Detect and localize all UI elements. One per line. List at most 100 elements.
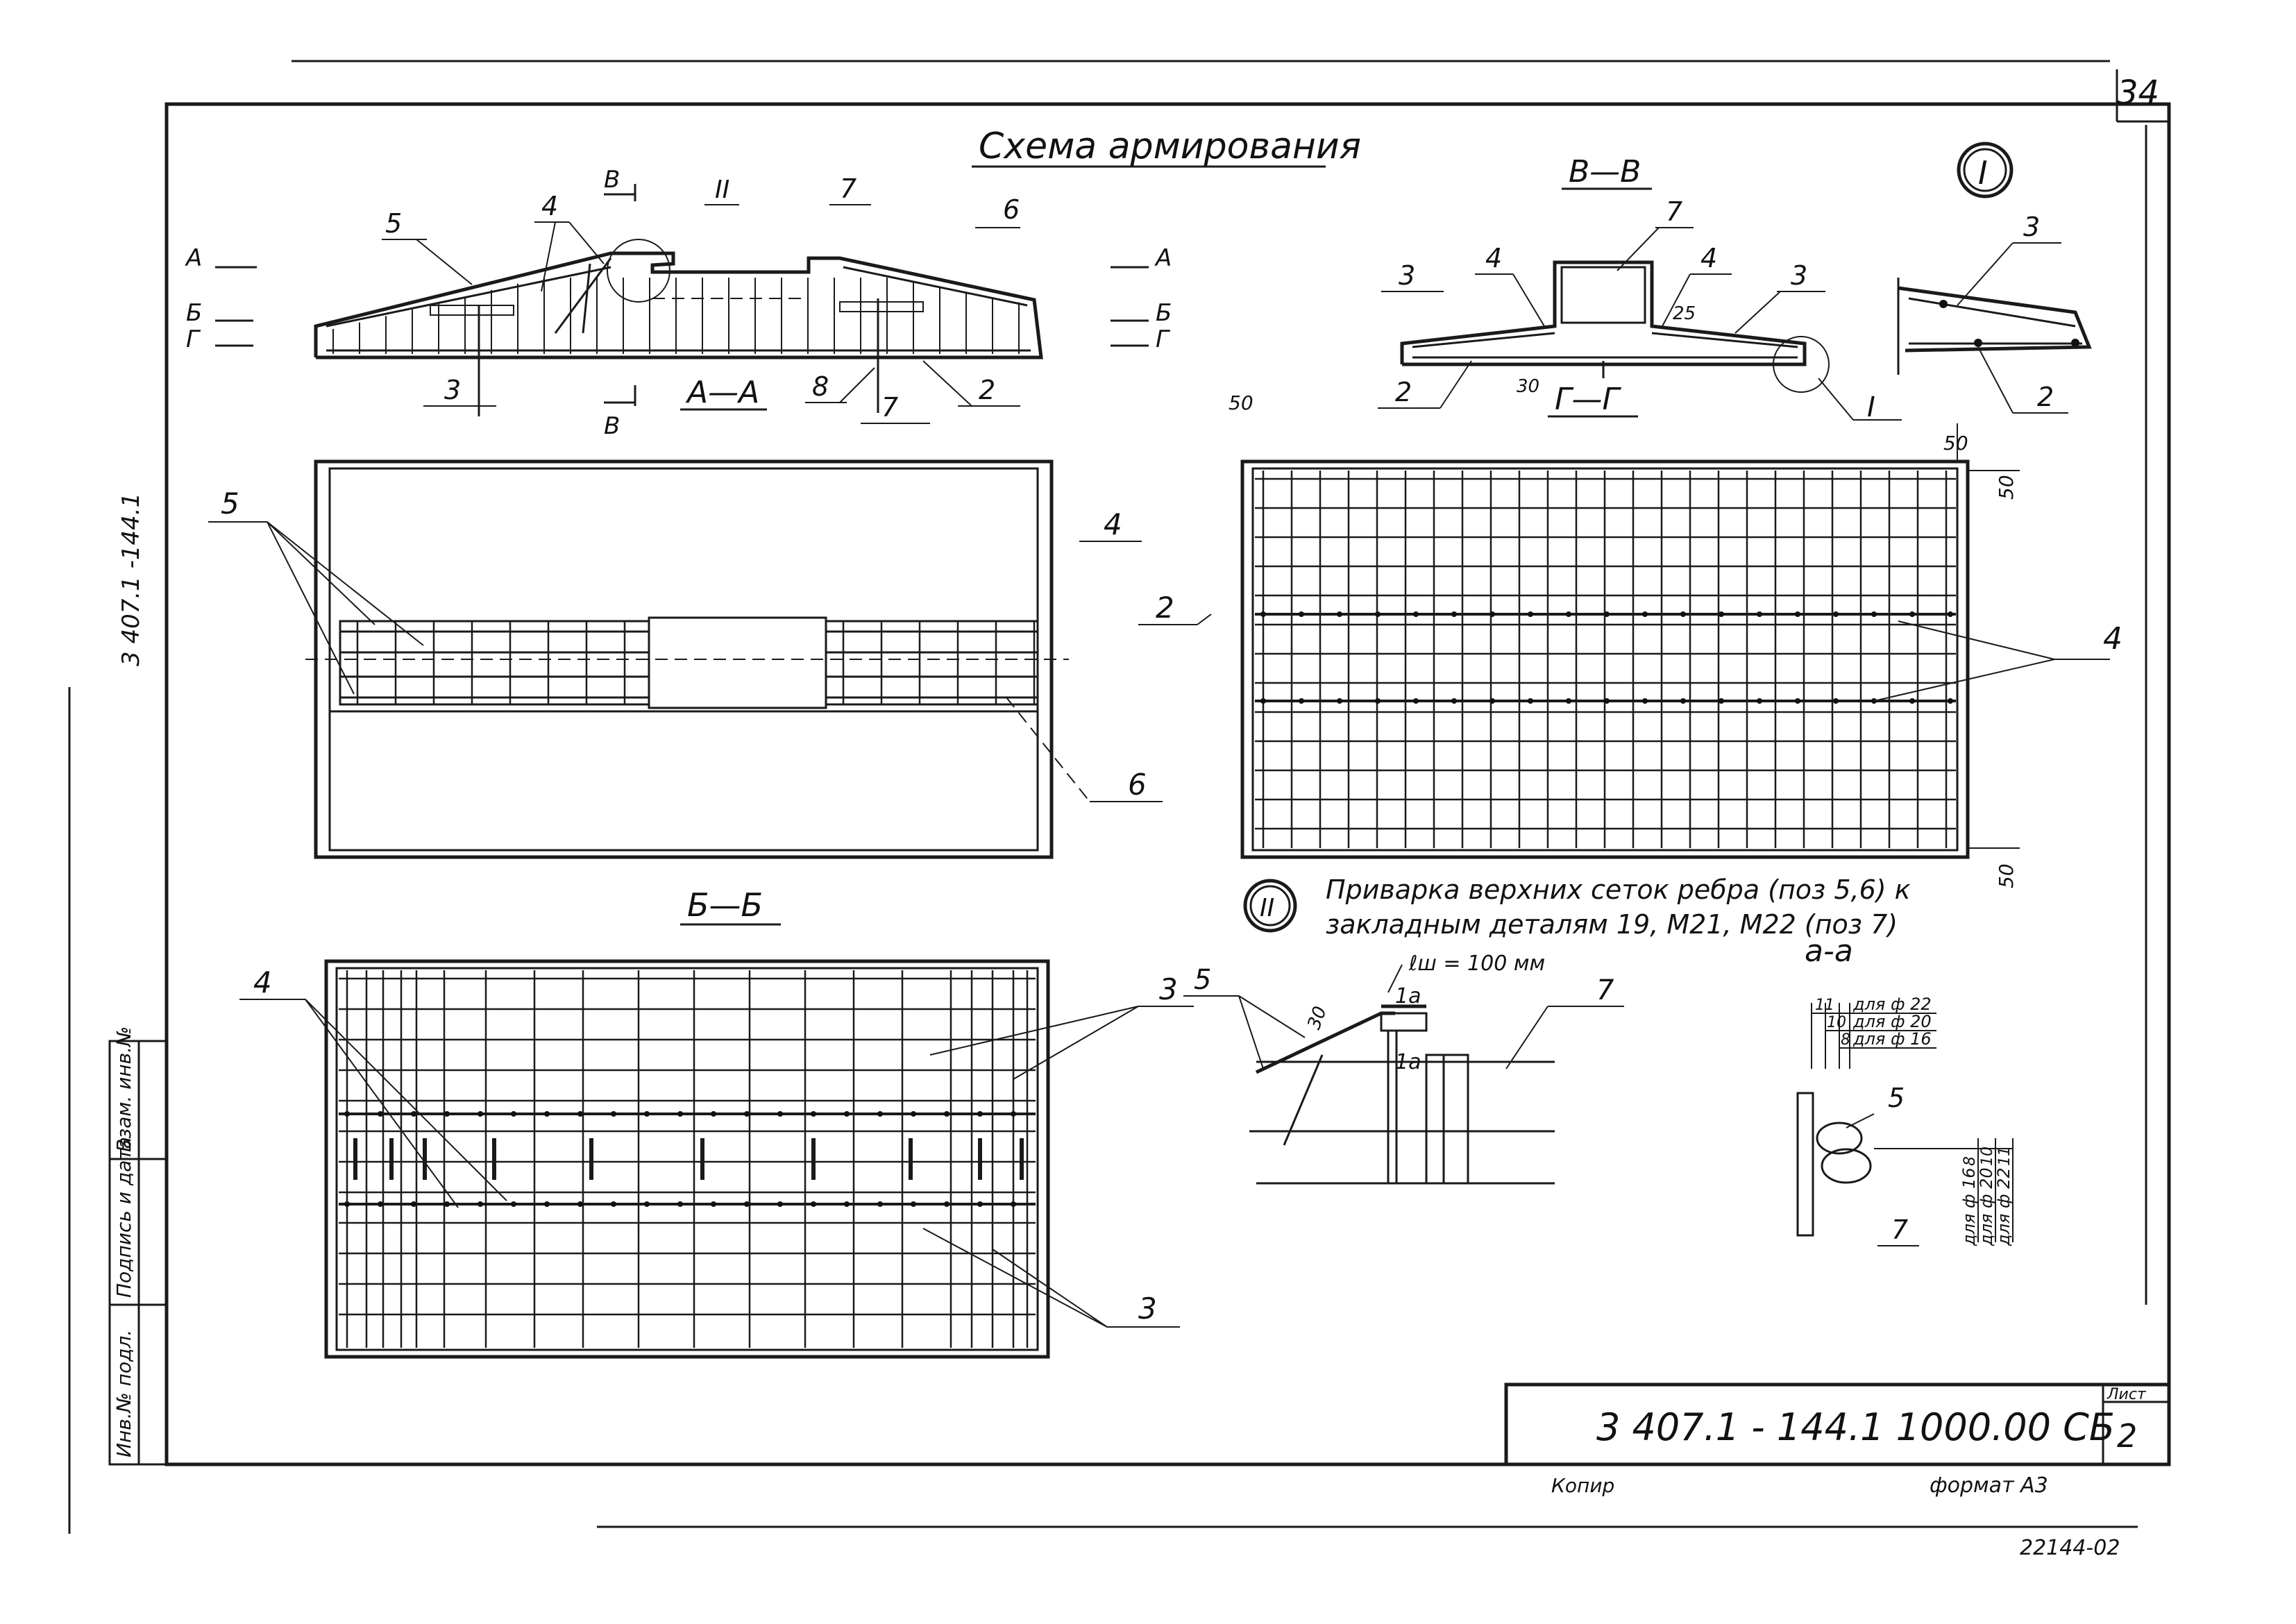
rebar-dot — [811, 1201, 816, 1207]
rebar-dot — [1909, 698, 1915, 704]
plan-view — [305, 459, 1069, 859]
drawing-title: Схема армирования — [979, 126, 1361, 167]
rebar-dot — [1833, 698, 1839, 704]
cut-a-right: А — [1154, 244, 1172, 272]
rebar-dot — [411, 1201, 416, 1207]
section-aa-caption: А—А — [685, 375, 759, 410]
rebar-dot — [444, 1201, 450, 1207]
cut-markers-left — [215, 184, 1149, 406]
dim-11-top: 11 — [1815, 997, 1834, 1014]
title-sheet-no: 2 — [2117, 1417, 2137, 1455]
rebar-dot — [344, 1111, 350, 1117]
pos-3-label-bb-top: 3 — [1159, 972, 1178, 1006]
rebar-dot — [611, 1111, 616, 1117]
rebar-dot — [1948, 698, 1953, 704]
rebar-dot — [944, 1201, 949, 1207]
rebar-dot — [1489, 611, 1495, 617]
rebar-dot — [1337, 611, 1342, 617]
la-label-top: 1а — [1395, 984, 1421, 1008]
dim-10-side: 10 — [1979, 1147, 1996, 1166]
rebar-dot — [1299, 698, 1304, 704]
dim-50-gg-side: 50 — [1995, 475, 2018, 500]
rebar-dot — [877, 1111, 883, 1117]
rebar-dot — [677, 1201, 683, 1207]
dim-25-vv: 25 — [1673, 303, 1696, 324]
cut-a-left: А — [185, 244, 202, 272]
rebar-dot — [1451, 611, 1457, 617]
pos-3-label-node-I: 3 — [2023, 212, 2040, 242]
rebar-dot — [1642, 698, 1648, 704]
title-block — [1504, 1382, 2171, 1466]
rebar-dot — [1489, 698, 1495, 704]
pos-8-label-aa: 8 — [812, 371, 829, 402]
rebar-dot — [1299, 611, 1304, 617]
pos-2-label-aa: 2 — [979, 375, 995, 405]
pos-4-label-aa: 4 — [541, 191, 558, 221]
pos-7-label-aa-top: 7 — [840, 174, 856, 204]
weld-length: ℓш = 100 мм — [1408, 951, 1545, 976]
title-format: формат А3 — [1930, 1473, 2048, 1498]
stamp-sign-label: Подпись и дата — [112, 1137, 135, 1298]
rebar-dot — [1011, 1111, 1016, 1117]
dia-22-top: для ф 22 — [1852, 995, 1932, 1014]
rebar-dot — [1909, 611, 1915, 617]
pos-2-label-gg: 2 — [1156, 591, 1174, 625]
cut-g-right: Г — [1156, 325, 1171, 353]
dim-11-side: 11 — [1996, 1147, 2014, 1166]
rebar-dot — [378, 1201, 383, 1207]
pos-4-label-gg: 4 — [2103, 621, 2122, 657]
rebar-dot — [478, 1201, 483, 1207]
rebar-dot — [1566, 698, 1571, 704]
dim-8-side: 8 — [1961, 1156, 1979, 1166]
rebar-dot — [911, 1111, 916, 1117]
pos-4-label-plan: 4 — [1104, 507, 1122, 541]
sheet-number-top: 34 — [2117, 74, 2159, 112]
pos-7-label-node-II: 7 — [1596, 974, 1614, 1006]
rebar-dot — [511, 1201, 516, 1207]
dia-16-side: для ф 16 — [1959, 1167, 1979, 1246]
section-bb-grid — [324, 959, 1050, 1359]
rebar-dot — [611, 1201, 616, 1207]
rebar-dot — [1528, 698, 1533, 704]
title-order: 22144-02 — [2020, 1536, 2120, 1560]
section-bb-caption: Б—Б — [687, 886, 763, 924]
section-a-a-caption: а-а — [1805, 933, 1853, 969]
rebar-dot — [877, 1201, 883, 1207]
pos-6-label-aa: 6 — [1003, 194, 1020, 225]
rebar-dot — [1719, 611, 1724, 617]
dia-22-side: для ф 22 — [1994, 1167, 2014, 1246]
pos-5-label-a-a: 5 — [1888, 1083, 1905, 1113]
section-aa-drawing — [314, 239, 1043, 416]
rebar-dot — [411, 1111, 416, 1117]
rebar-dot — [777, 1111, 783, 1117]
rebar-dot — [1260, 698, 1266, 704]
cut-v-top: В — [604, 166, 620, 194]
left-stamp — [108, 1040, 168, 1466]
section-vv-drawing — [1400, 260, 1830, 393]
pos-3-label-vv-right: 3 — [1791, 260, 1807, 291]
section-gg-bars — [1255, 471, 1956, 848]
rebar-dot — [1413, 698, 1419, 704]
rebar-dot — [1260, 611, 1266, 617]
pos-6-label-plan: 6 — [1128, 768, 1147, 802]
rebar-dot — [1871, 611, 1877, 617]
rebar-dot — [1757, 611, 1762, 617]
dim-30-vv: 30 — [1517, 376, 1539, 397]
node-I-caption: I — [1978, 154, 1988, 192]
sheet-frame — [68, 60, 2171, 1534]
rebar-dot — [1604, 611, 1610, 617]
pos-3-label-vv-left: 3 — [1399, 260, 1415, 291]
pos-2-label-vv: 2 — [1395, 377, 1412, 407]
plan-view-stirrups — [356, 621, 1036, 704]
section-vv-caption: В—В — [1569, 154, 1641, 189]
rebar-dot — [1680, 611, 1686, 617]
rebar-dot — [644, 1201, 650, 1207]
dim-30-node-II: 30 — [1303, 1004, 1331, 1032]
node-II-label-aa: II — [715, 176, 729, 204]
title-code: 3 407.1 - 144.1 1000.00 СБ — [1596, 1405, 2115, 1449]
cut-b-left: Б — [186, 299, 202, 327]
rebar-dot — [577, 1111, 583, 1117]
rebar-dot — [1604, 698, 1610, 704]
rebar-dot — [977, 1201, 983, 1207]
